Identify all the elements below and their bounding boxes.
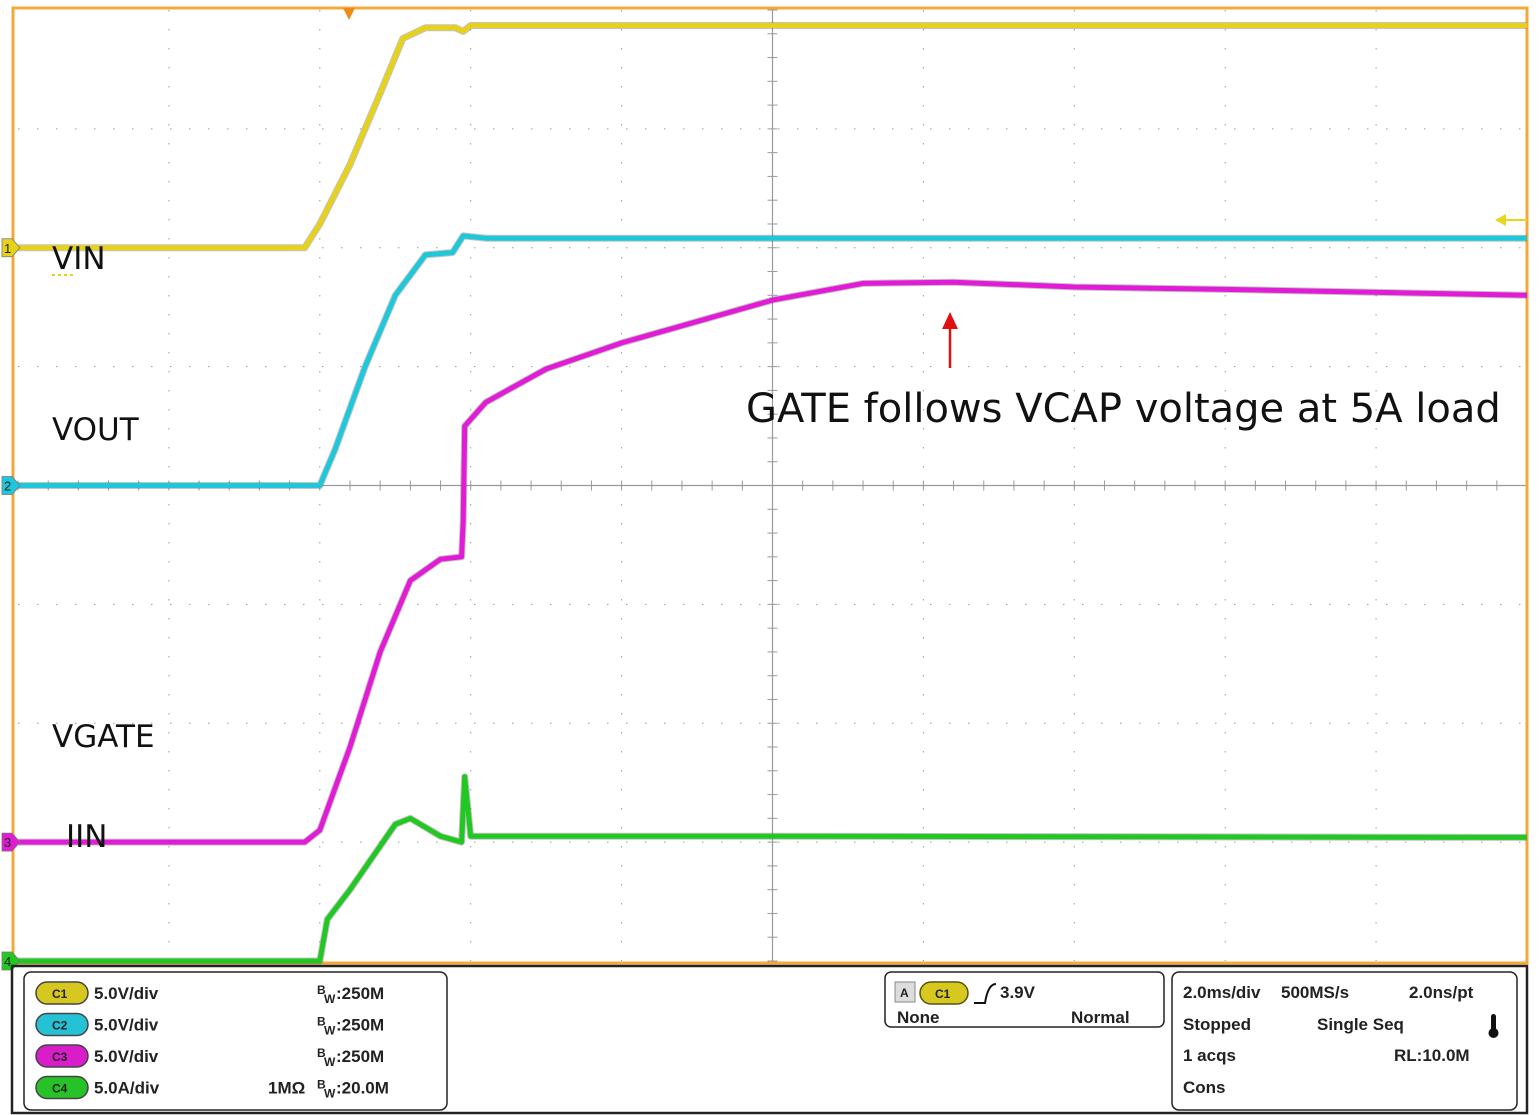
- trace-vgate: [18, 279, 1528, 845]
- trace-vin: [18, 23, 1527, 251]
- channel-settings-box: [23, 971, 448, 1111]
- channel-scale: 5.0V/div: [94, 984, 159, 1003]
- trigger-mode-letter: A: [900, 986, 909, 1000]
- label-vout: VOUT: [52, 412, 140, 448]
- channel-badge: [35, 1075, 89, 1100]
- channel-badge-label: C3: [52, 1050, 68, 1064]
- record-length: RL:10.0M: [1394, 1046, 1470, 1065]
- channel-bandwidth: :20.0M: [336, 1079, 389, 1098]
- trigger-type: Normal: [1071, 1008, 1130, 1027]
- trigger-level-arrow: [1495, 214, 1527, 226]
- channel-badge: [35, 1012, 89, 1037]
- channel-marker-2: 2: [1, 476, 21, 495]
- channel-scale: 5.0A/div: [94, 1079, 160, 1098]
- thermometer-icon: [1488, 1014, 1499, 1038]
- trigger-coupling: None: [897, 1008, 940, 1027]
- channel-badge-label: C4: [52, 1082, 68, 1096]
- bandwidth-label-sub: W: [324, 1024, 336, 1038]
- channel-scale: 5.0V/div: [94, 1047, 159, 1066]
- trigger-mode-badge: [894, 981, 916, 1003]
- readout-panel: [10, 964, 1529, 1115]
- trace-vout: [18, 233, 1527, 488]
- channel-row-c1: C1 5.0V/div BW:250M: [35, 981, 384, 1006]
- channel-badge: [35, 981, 89, 1005]
- channel-badge: [35, 1044, 89, 1068]
- timebase-box: [1171, 971, 1518, 1111]
- sample-rate: 500MS/s: [1281, 983, 1349, 1002]
- channel-markers: 1 2 3 4: [1, 238, 21, 971]
- channel-marker-number: 2: [4, 479, 11, 494]
- rising-edge-icon: [974, 983, 997, 1004]
- label-vgate: VGATE: [52, 719, 155, 755]
- annotation-arrow: [942, 312, 958, 368]
- channel-marker-number: 4: [4, 954, 11, 969]
- label-vin: VIN: [52, 241, 106, 277]
- channel-row-c3: C3 5.0V/div BW:250M: [35, 1044, 384, 1069]
- channel-impedance: 1MΩ: [268, 1079, 305, 1098]
- channel-marker-number: 1: [4, 241, 11, 256]
- channel-row-c4: C4 5.0A/div 1MΩ BW:20.0M: [35, 1075, 389, 1101]
- bandwidth-label: B: [317, 1078, 326, 1092]
- channel-marker-1: 1: [1, 238, 21, 258]
- bandwidth-label-sub: W: [324, 1055, 336, 1069]
- bandwidth-label: B: [317, 1015, 326, 1029]
- traces: [18, 22, 1528, 965]
- channel-badge-label: C2: [52, 1019, 68, 1033]
- bandwidth-label: B: [317, 983, 326, 997]
- persistence-mode: Cons: [1183, 1078, 1226, 1097]
- time-per-div: 2.0ms/div: [1183, 983, 1261, 1002]
- bandwidth-label: B: [317, 1046, 326, 1060]
- acquisition-state: Stopped: [1183, 1015, 1251, 1034]
- channel-badge-label: C1: [52, 987, 68, 1001]
- acquisition-count: 1 acqs: [1183, 1046, 1236, 1065]
- channel-bandwidth: :250M: [336, 984, 384, 1003]
- bandwidth-label-sub: W: [324, 1087, 336, 1101]
- trigger-level: 3.9V: [1000, 983, 1036, 1002]
- channel-marker-number: 3: [4, 835, 11, 850]
- trace-iin: [18, 774, 1528, 964]
- channel-bandwidth: :250M: [336, 1047, 384, 1066]
- trigger-source-label: C1: [935, 987, 951, 1001]
- annotation-gate-follows-vcap: GATE follows VCAP voltage at 5A load: [746, 386, 1501, 432]
- acquisition-mode: Single Seq: [1317, 1015, 1404, 1034]
- trigger-source-badge: [919, 981, 969, 1005]
- bandwidth-label-sub: W: [324, 992, 336, 1006]
- time-resolution: 2.0ns/pt: [1409, 983, 1474, 1002]
- label-iin: IIN: [66, 819, 107, 855]
- channel-marker-3: 3: [1, 832, 21, 852]
- trigger-position-marker: [343, 8, 355, 20]
- channel-scale: 5.0V/div: [94, 1016, 159, 1035]
- channel-bandwidth: :250M: [336, 1016, 384, 1035]
- channel-row-c2: C2 5.0V/div BW:250M: [35, 1012, 384, 1038]
